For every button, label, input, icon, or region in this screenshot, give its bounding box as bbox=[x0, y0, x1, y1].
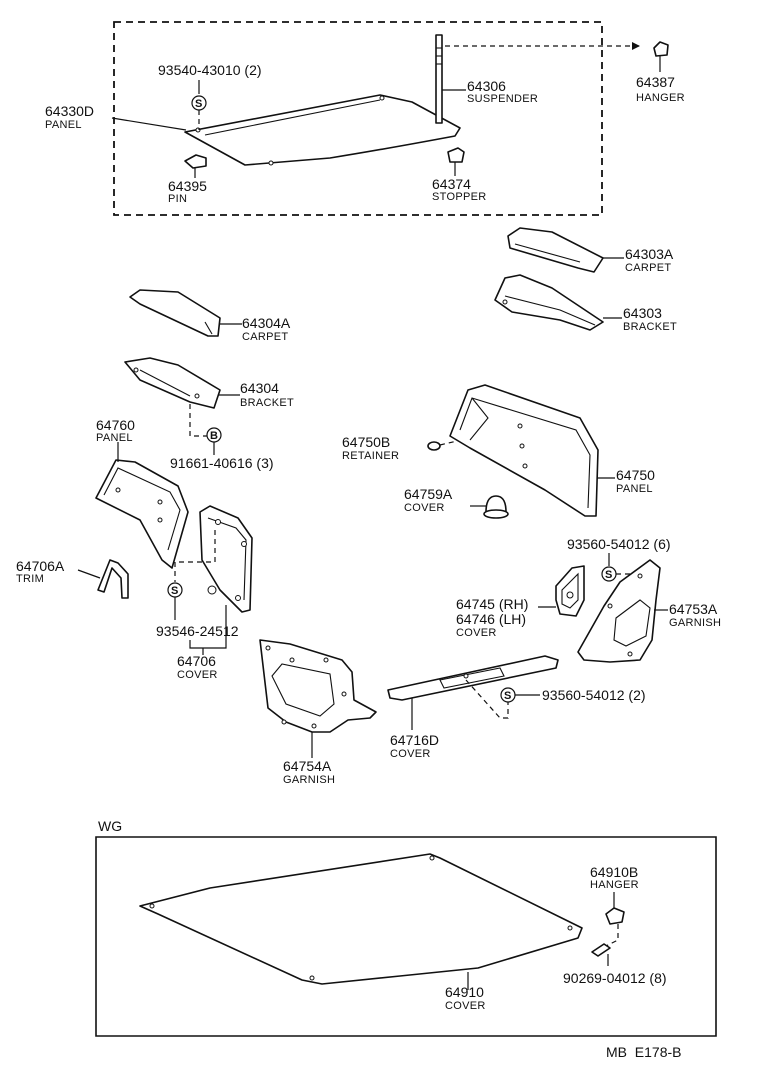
panel-64760-drawing bbox=[95, 459, 189, 569]
label-64745-number: 64745 (RH) bbox=[456, 596, 528, 612]
label-64395-number: 64395 bbox=[168, 178, 207, 194]
bracket-64304-drawing bbox=[124, 357, 221, 409]
label-64746-number: 64746 (LH) bbox=[456, 611, 526, 627]
label-64716d-number: 64716D bbox=[390, 732, 439, 748]
label-64760-name: PANEL bbox=[96, 432, 133, 444]
label-64330d-number: 64330D bbox=[45, 103, 94, 119]
garnish-64753a-drawing bbox=[577, 559, 661, 663]
label-64303-number: 64303 bbox=[623, 305, 662, 321]
label-64910-name: COVER bbox=[445, 1000, 486, 1012]
label-64750b-name: RETAINER bbox=[342, 450, 399, 462]
label-64910b-number: 64910B bbox=[590, 864, 638, 880]
label-64304a-number: 64304A bbox=[242, 315, 291, 331]
s-symbol-93546-text: S bbox=[171, 585, 178, 597]
cover-64759a-drawing bbox=[483, 495, 509, 519]
label-64303-name: BRACKET bbox=[623, 321, 677, 333]
label-64910b-name: HANGER bbox=[590, 879, 639, 891]
label-64759a-number: 64759A bbox=[404, 486, 453, 502]
panel-64750-drawing bbox=[449, 384, 599, 517]
label-64387-name: HANGER bbox=[636, 92, 685, 104]
cover-64716d-drawing bbox=[387, 655, 559, 701]
label-64910-number: 64910 bbox=[445, 984, 484, 1000]
s-symbol-93560-2-text: S bbox=[504, 690, 511, 702]
label-93560-6-number: 93560-54012 (6) bbox=[567, 536, 671, 552]
label-64304-name: BRACKET bbox=[240, 397, 294, 409]
trim-64706a-drawing bbox=[97, 559, 129, 599]
b-symbol-91661-text: B bbox=[210, 430, 218, 442]
label-64303a-number: 64303A bbox=[625, 246, 674, 262]
label-64706a-number: 64706A bbox=[16, 558, 65, 574]
diagram-id: MB E178-B bbox=[606, 1044, 681, 1060]
label-93540-number: 93540-43010 (2) bbox=[158, 62, 262, 78]
s-symbol-93540-text: S bbox=[195, 98, 202, 110]
section-label-wg: WG bbox=[98, 818, 122, 834]
retainer-64750b-drawing bbox=[427, 441, 441, 451]
label-64306-name: SUSPENDER bbox=[467, 93, 538, 105]
label-64374-name: STOPPER bbox=[432, 191, 486, 203]
label-93560-2-number: 93560-54012 (2) bbox=[542, 687, 646, 703]
bracket-64303-drawing bbox=[494, 274, 604, 331]
hanger-64910b-drawing bbox=[605, 907, 625, 925]
label-64750-name: PANEL bbox=[616, 483, 653, 495]
label-64387-number: 64387 bbox=[636, 74, 675, 90]
label-64750-number: 64750 bbox=[616, 467, 655, 483]
label-64303a-name: CARPET bbox=[625, 262, 671, 274]
label-64706-number: 64706 bbox=[177, 653, 216, 669]
cover-64745-drawing bbox=[555, 565, 585, 617]
cover-64910-drawing bbox=[139, 853, 583, 985]
suspender-64306-drawing bbox=[435, 34, 443, 124]
carpet-64304a-drawing bbox=[129, 289, 221, 337]
panel-64330d-drawing bbox=[184, 94, 461, 166]
label-93546-number: 93546-24512 bbox=[156, 623, 239, 639]
label-64716d-name: COVER bbox=[390, 748, 431, 760]
garnish-64754a-drawing bbox=[259, 639, 377, 733]
label-64753a-name: GARNISH bbox=[669, 617, 721, 629]
carpet-64303a-drawing bbox=[507, 227, 604, 273]
label-64745-name: COVER bbox=[456, 627, 497, 639]
label-64304a-name: CARPET bbox=[242, 331, 288, 343]
screw-90269-drawing bbox=[591, 943, 611, 957]
label-64374-number: 64374 bbox=[432, 176, 471, 192]
label-64706a-name: TRIM bbox=[16, 573, 44, 585]
pin-64395-drawing bbox=[184, 154, 207, 169]
group-frame-top bbox=[113, 21, 603, 216]
group-frame-wg bbox=[95, 836, 717, 1037]
label-64753a-number: 64753A bbox=[669, 601, 718, 617]
label-64759a-name: COVER bbox=[404, 502, 445, 514]
label-64304-number: 64304 bbox=[240, 380, 279, 396]
label-90269-number: 90269-04012 (8) bbox=[563, 970, 667, 986]
label-64750b-number: 64750B bbox=[342, 434, 390, 450]
label-64706-name: COVER bbox=[177, 669, 218, 681]
label-64760-number: 64760 bbox=[96, 417, 135, 433]
label-64754a-name: GARNISH bbox=[283, 774, 335, 786]
hanger-64387-drawing bbox=[653, 41, 669, 57]
label-64306-number: 64306 bbox=[467, 78, 506, 94]
cover-64706-drawing bbox=[199, 505, 253, 613]
stopper-64374-drawing bbox=[447, 147, 465, 163]
label-91661-number: 91661-40616 (3) bbox=[170, 455, 274, 471]
s-symbol-93560-6-text: S bbox=[605, 569, 612, 581]
label-64395-name: PIN bbox=[168, 193, 187, 205]
label-64754a-number: 64754A bbox=[283, 758, 332, 774]
label-64330d-name: PANEL bbox=[45, 119, 82, 131]
